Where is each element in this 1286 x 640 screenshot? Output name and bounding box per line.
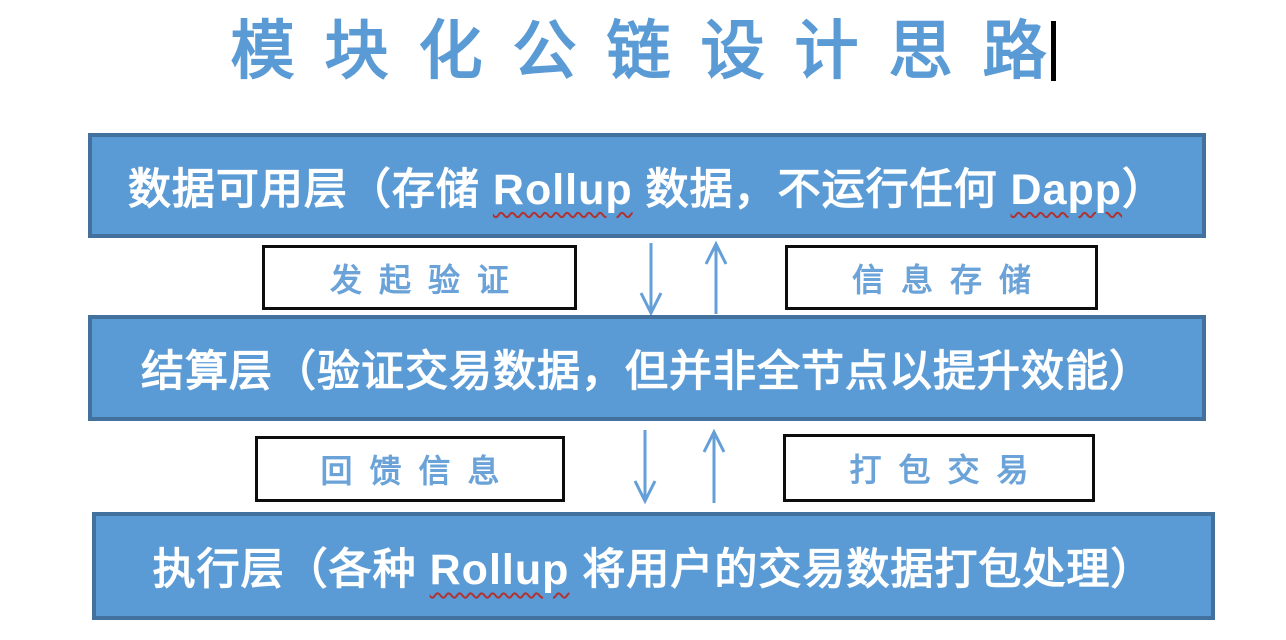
label-segment: 执行层（各种 [152, 546, 430, 594]
misspelled-word: Rollup [429, 546, 570, 594]
label-segment: 数据可用层（存储 [127, 165, 493, 214]
layer-bar-label: 数据可用层（存储 Rollup 数据，不运行任何 Dapp） [128, 155, 1166, 217]
text-cursor-caret [1050, 21, 1056, 81]
slide-title-text: 模块化公链设计思路 [230, 15, 1077, 87]
connector-box-initiate-verification[interactable]: 发起验证 [262, 245, 577, 310]
layer-bar-settlement[interactable]: 结算层（验证交易数据，但并非全节点以提升效能） [88, 315, 1206, 421]
layer-bar-label: 结算层（验证交易数据，但并非全节点以提升效能） [141, 337, 1153, 399]
misspelled-word: Dapp [1010, 165, 1123, 214]
up-arrow[interactable] [698, 429, 730, 504]
misspelled-word: Rollup [492, 165, 633, 214]
up-arrow[interactable] [700, 241, 732, 315]
connector-label: 回馈信息 [320, 453, 517, 489]
layer-bar-label: 执行层（各种 Rollup 将用户的交易数据打包处理） [153, 535, 1155, 597]
connector-label: 打包交易 [849, 452, 1046, 488]
connector-label: 信息存储 [851, 261, 1048, 298]
slide-title[interactable]: 模块化公链设计思路 [0, 8, 1286, 94]
layer-bar-data-availability[interactable]: 数据可用层（存储 Rollup 数据，不运行任何 Dapp） [88, 133, 1206, 238]
label-segment: 将用户的交易数据打包处理） [569, 546, 1155, 594]
label-segment: 数据，不运行任何 [632, 165, 1011, 214]
label-segment: 结算层（验证交易数据，但并非全节点以提升效能） [141, 348, 1153, 396]
layer-bar-execution[interactable]: 执行层（各种 Rollup 将用户的交易数据打包处理） [92, 512, 1215, 620]
connector-box-feedback-information[interactable]: 回馈信息 [255, 436, 565, 502]
label-segment: ） [1122, 165, 1167, 214]
down-arrow[interactable] [629, 429, 661, 504]
connector-box-information-storage[interactable]: 信息存储 [785, 245, 1098, 310]
connector-box-package-transactions[interactable]: 打包交易 [783, 434, 1095, 502]
down-arrow[interactable] [635, 242, 667, 316]
connector-label: 发起验证 [329, 261, 526, 298]
